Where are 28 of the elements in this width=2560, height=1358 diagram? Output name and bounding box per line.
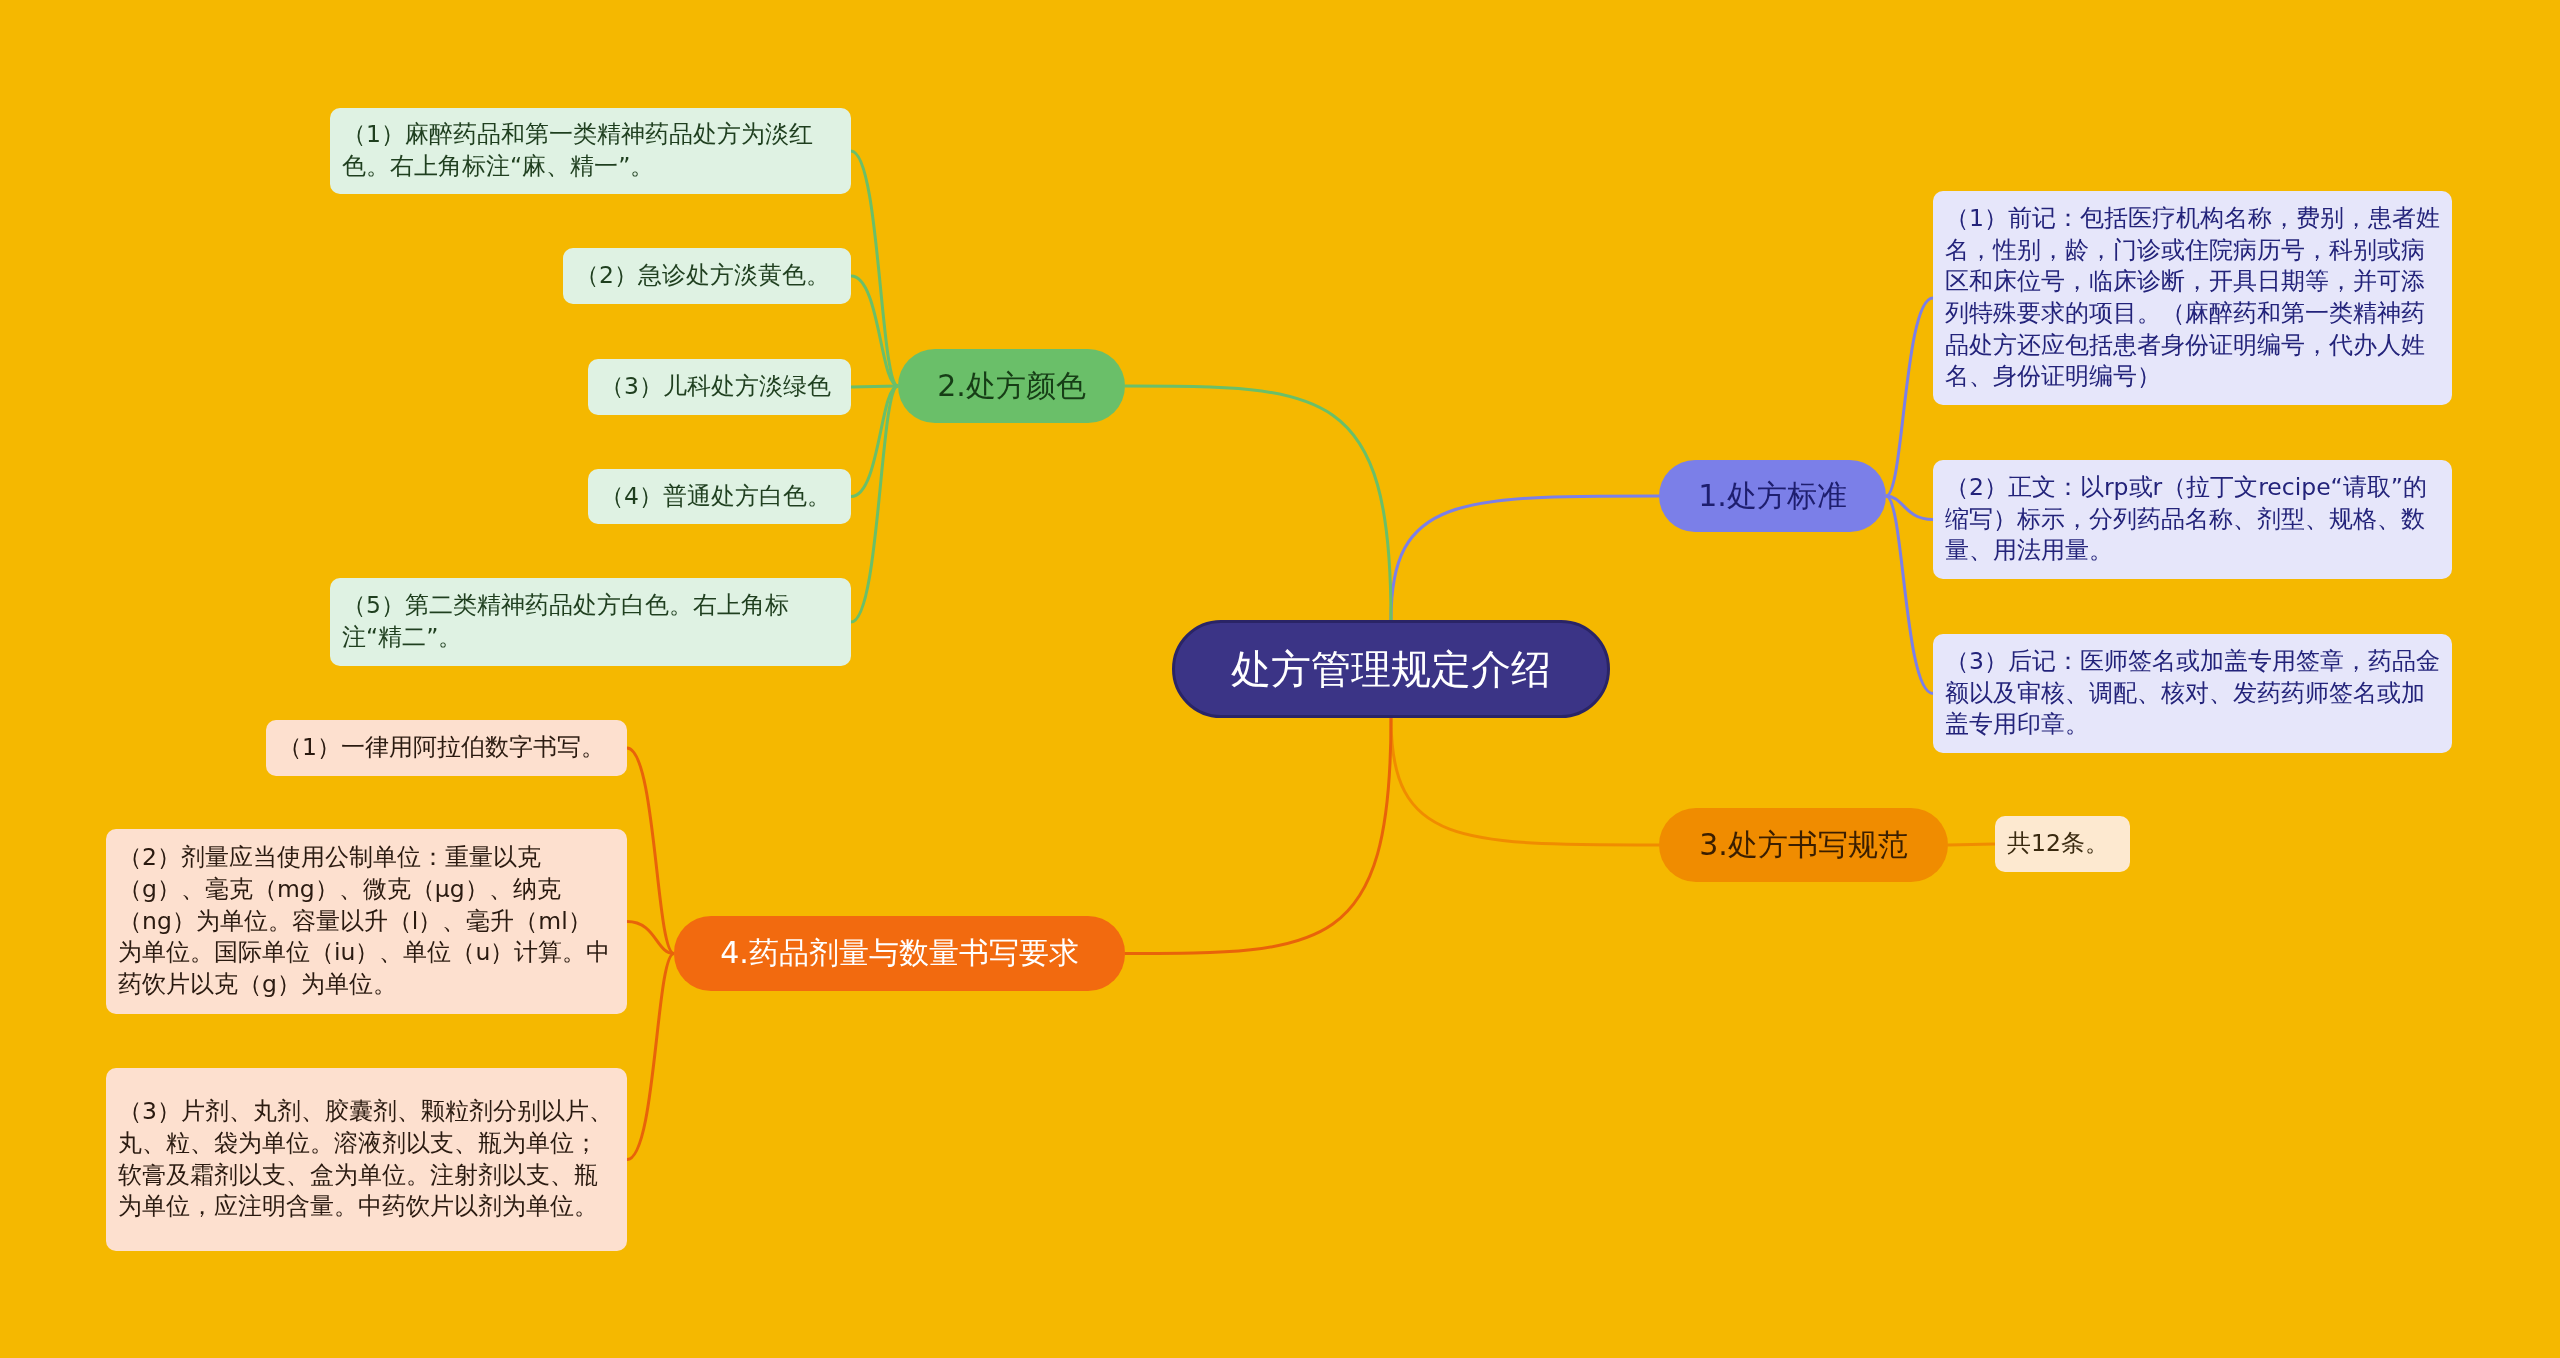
connector bbox=[1947, 842, 1996, 847]
connector bbox=[850, 149, 900, 387]
subtopic-box: （1）一律用阿拉伯数字书写。 bbox=[266, 720, 627, 776]
connector bbox=[1884, 296, 1934, 498]
connector bbox=[626, 746, 676, 955]
subtopic-box: （2）正文：以rp或r（拉丁文recipe“请取”的缩写）标示，分列药品名称、剂型、规格、数量、用法用量。 bbox=[1933, 460, 2452, 579]
branch-topic: 4.药品剂量与数量书写要求 bbox=[674, 916, 1125, 991]
subtopic-box: （1）前记：包括医疗机构名称，费别，患者姓名，性别，龄，门诊或住院病历号，科别或病区和床位号，临床诊断，开具日期等，并可添列特殊要求的项目。（麻醉药和第一类精神药品处方还应包括患者身份证明编号，代办人姓名、身份证明编号） bbox=[1933, 191, 2452, 405]
connector bbox=[850, 385, 900, 624]
connector bbox=[1389, 717, 1659, 847]
connector bbox=[1884, 494, 1934, 695]
subtopic-box: （2）剂量应当使用公制单位：重量以克（g）、毫克（mg）、微克（μg）、纳克（ng）为单位。容量以升（l）、毫升（ml）为单位。国际单位（iu）、单位（u）计算。中药饮片以克（g）为单位。 bbox=[106, 829, 627, 1014]
subtopic-box: （3）片剂、丸剂、胶囊剂、颗粒剂分别以片、丸、粒、袋为单位。溶液剂以支、瓶为单位；软膏及霜剂以支、盒为单位。注射剂以支、瓶为单位，应注明含量。中药饮片以剂为单位。 bbox=[106, 1068, 627, 1251]
subtopic-box: （3）后记：医师签名或加盖专用签章，药品金额以及审核、调配、核对、发药药师签名或加盖专用印章。 bbox=[1933, 634, 2452, 753]
branch-topic: 1.处方标准 bbox=[1659, 460, 1886, 532]
subtopic-box: 共12条。 bbox=[1995, 816, 2130, 872]
subtopic-box: （2）急诊处方淡黄色。 bbox=[563, 248, 851, 304]
subtopic-box: （3）儿科处方淡绿色 bbox=[588, 359, 851, 415]
subtopic-box: （1）麻醉药品和第一类精神药品处方为淡红色。右上角标注“麻、精一”。 bbox=[330, 108, 851, 194]
subtopic-box: （4）普通处方白色。 bbox=[588, 469, 851, 524]
connector bbox=[626, 952, 676, 1161]
branch-topic: 2.处方颜色 bbox=[898, 349, 1125, 423]
branch-topic: 3.处方书写规范 bbox=[1659, 808, 1948, 882]
central-topic: 处方管理规定介绍 bbox=[1172, 620, 1610, 718]
connector bbox=[1389, 494, 1659, 621]
connector bbox=[1125, 717, 1393, 955]
subtopic-box: （5）第二类精神药品处方白色。右上角标注“精二”。 bbox=[330, 578, 851, 666]
connector bbox=[1125, 384, 1393, 621]
